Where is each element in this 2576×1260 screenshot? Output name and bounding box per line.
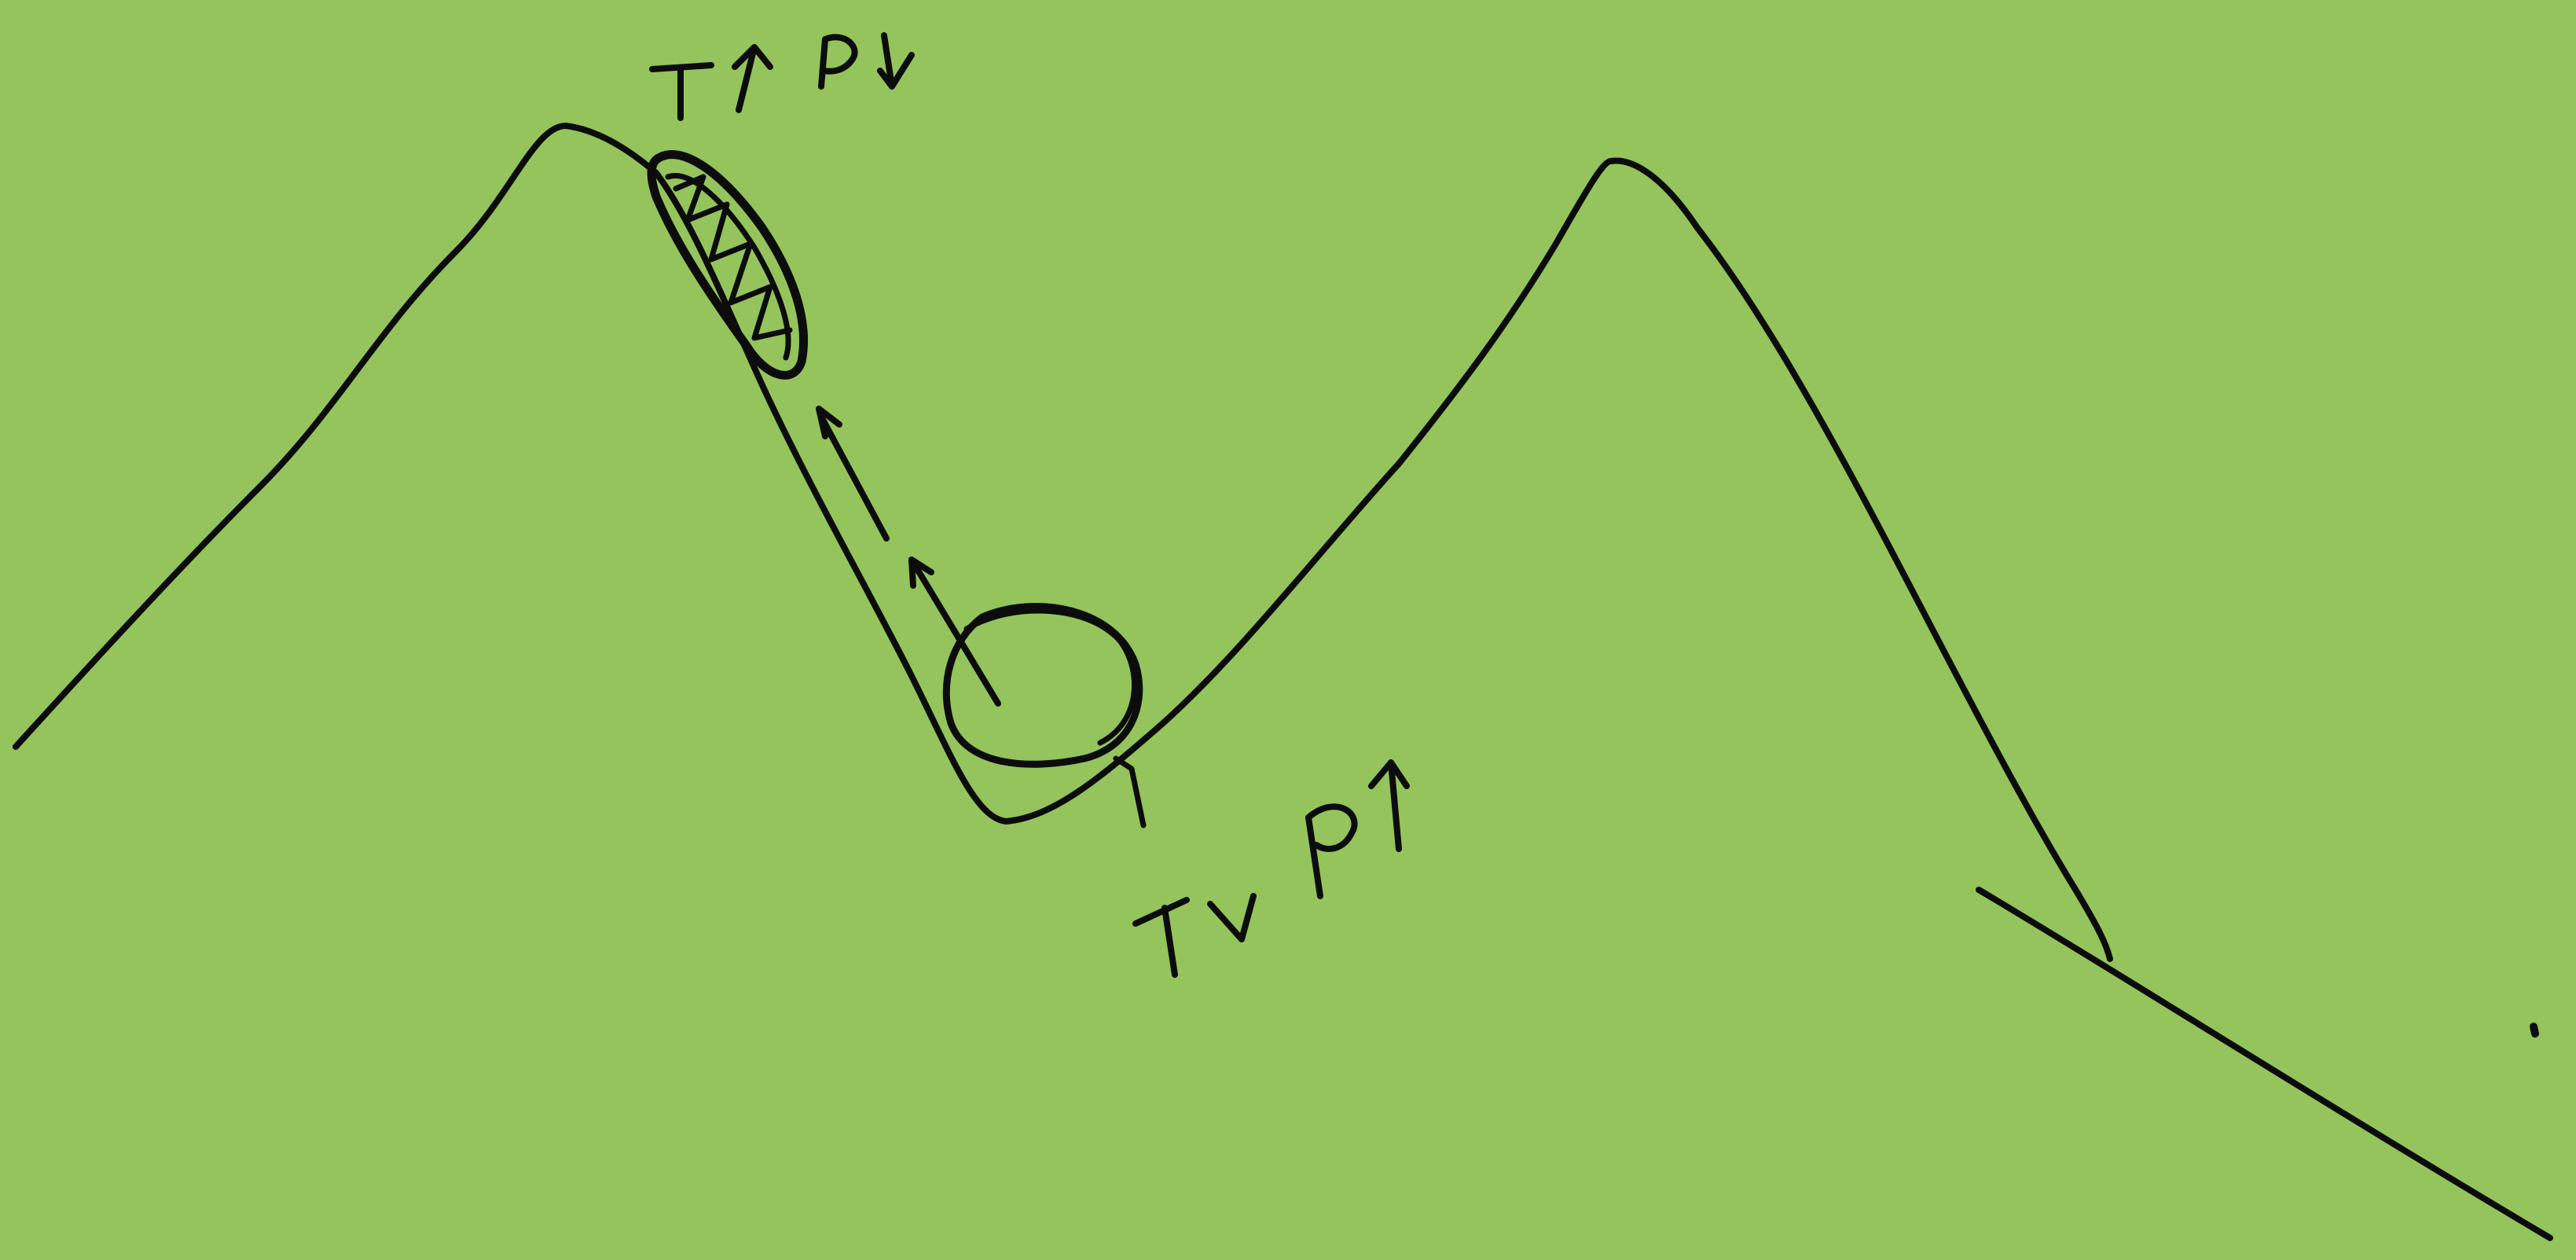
label-bottom-p-up-arrow	[1371, 762, 1407, 849]
label-top-p	[821, 37, 855, 86]
stray-dot	[2534, 1027, 2535, 1034]
label-bottom	[1136, 762, 1407, 975]
lower-slope-line	[1979, 890, 2550, 1238]
label-top-p-down-arrow	[880, 35, 912, 86]
label-bottom-t-down-arrow	[1210, 896, 1253, 939]
circle-pointer-tick	[1116, 759, 1143, 825]
label-top-t	[652, 65, 711, 118]
label-bottom-p	[1308, 806, 1355, 896]
motion-dash-2	[912, 560, 998, 703]
ink-strokes	[16, 126, 2550, 1238]
terrain-outline	[16, 126, 2110, 959]
expanded-air-circle-overlap	[967, 611, 1135, 743]
label-top	[652, 35, 912, 118]
label-top-t-up-arrow	[735, 47, 770, 110]
compressed-air-region	[651, 155, 804, 376]
label-bottom-t	[1136, 900, 1187, 975]
